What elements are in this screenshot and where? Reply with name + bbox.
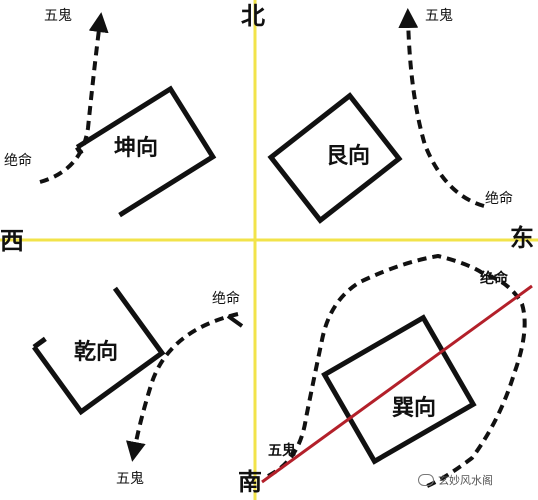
chat-bubble-icon [418, 474, 434, 486]
qian-house-label: 乾向 [74, 340, 119, 365]
west-label: 西 [0, 227, 24, 255]
south-label: 南 [238, 468, 262, 496]
wugui-label-top-left: 五鬼 [44, 8, 72, 24]
kun-house-label: 坤向 [114, 136, 159, 161]
gen-house-label: 艮向 [326, 144, 371, 169]
diagonal-line [261, 284, 533, 484]
xun-dashed-outline [267, 253, 527, 490]
wugui-label-bottom-left: 五鬼 [116, 471, 144, 487]
qian-dashed-arrow [126, 312, 239, 462]
gen-dashed-arrow [398, 8, 485, 208]
gen-house [267, 92, 403, 224]
east-label: 东 [510, 224, 534, 252]
wugui-label-top-right: 五鬼 [425, 8, 453, 24]
xun-house [321, 314, 477, 465]
qian-dashed-tail [226, 314, 244, 328]
jueming-label-right: 绝命 [485, 191, 513, 207]
watermark: 玄妙风水阁 [418, 472, 493, 488]
north-label: 北 [241, 2, 265, 30]
xun-house-label: 巽向 [392, 396, 437, 421]
jueming-label-center: 绝命 [212, 291, 240, 307]
jueming-label-bottom-right: 绝命 [480, 271, 508, 287]
qian-house [32, 286, 166, 416]
kun-dashed-arrow [39, 12, 109, 184]
jueming-label-left: 绝命 [4, 153, 32, 169]
wugui-label-bottom-right: 五鬼 [268, 443, 296, 459]
watermark-text: 玄妙风水阁 [438, 474, 493, 487]
